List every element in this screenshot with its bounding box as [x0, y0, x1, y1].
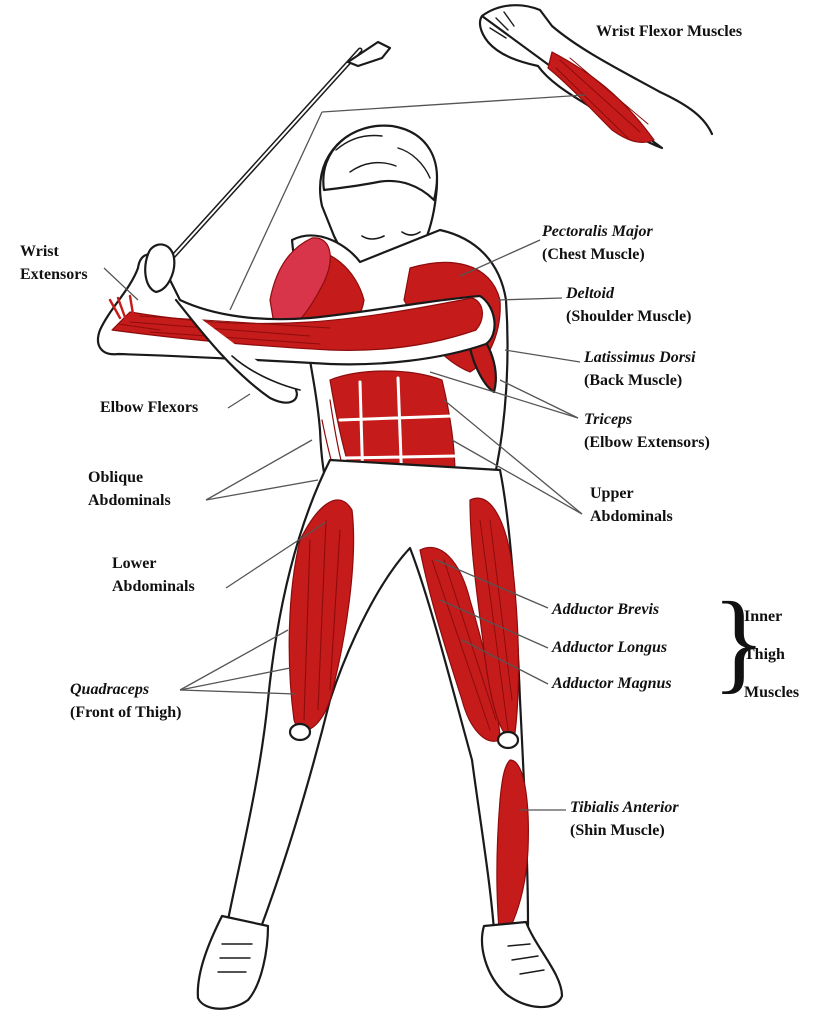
quadriceps-name: Quadraceps — [70, 678, 181, 701]
adductor-brevis-name: Adductor Brevis — [552, 598, 659, 621]
label-adductor-magnus: Adductor Magnus — [552, 672, 672, 695]
lower-abs-line2: Abdominals — [112, 575, 195, 598]
quadriceps-desc: (Front of Thigh) — [70, 701, 181, 724]
label-wrist-extensors: Wrist Extensors — [20, 240, 88, 286]
adductor-magnus-name: Adductor Magnus — [552, 672, 672, 695]
shoes — [198, 916, 562, 1009]
label-triceps: Triceps (Elbow Extensors) — [584, 408, 710, 454]
deltoid-name: Deltoid — [566, 282, 691, 305]
latissimus-desc: (Back Muscle) — [584, 369, 696, 392]
pectoralis-desc: (Chest Muscle) — [542, 243, 653, 266]
wrist-extensors-line2: Extensors — [20, 263, 88, 286]
inner-thigh-line3: Muscles — [744, 674, 799, 712]
label-tibialis-anterior: Tibialis Anterior (Shin Muscle) — [570, 796, 679, 842]
label-adductor-longus: Adductor Longus — [552, 636, 667, 659]
label-oblique-abdominals: Oblique Abdominals — [88, 466, 171, 512]
inner-thigh-line2: Thigh — [744, 636, 799, 674]
lower-abs-line1: Lower — [112, 552, 195, 575]
label-inner-thigh-muscles: Inner Thigh Muscles — [744, 598, 799, 712]
tibialis-name: Tibialis Anterior — [570, 796, 679, 819]
wrist-extensors-line1: Wrist — [20, 240, 88, 263]
latissimus-name: Latissimus Dorsi — [584, 346, 696, 369]
elbow-flexors-text: Elbow Flexors — [100, 396, 198, 419]
oblique-line2: Abdominals — [88, 489, 171, 512]
upper-abs-line2: Abdominals — [590, 505, 673, 528]
label-upper-abdominals: Upper Abdominals — [590, 482, 673, 528]
label-pectoralis-major: Pectoralis Major (Chest Muscle) — [542, 220, 653, 266]
deltoid-desc: (Shoulder Muscle) — [566, 305, 691, 328]
oblique-line1: Oblique — [88, 466, 171, 489]
label-deltoid: Deltoid (Shoulder Muscle) — [566, 282, 691, 328]
adductor-longus-name: Adductor Longus — [552, 636, 667, 659]
tibialis-desc: (Shin Muscle) — [570, 819, 679, 842]
triceps-name: Triceps — [584, 408, 710, 431]
label-elbow-flexors: Elbow Flexors — [100, 396, 198, 419]
legs — [228, 460, 528, 940]
upper-abs-line1: Upper — [590, 482, 673, 505]
inner-thigh-line1: Inner — [744, 598, 799, 636]
wrist-flexor-text: Wrist Flexor Muscles — [596, 20, 742, 43]
label-adductor-brevis: Adductor Brevis — [552, 598, 659, 621]
pectoralis-name: Pectoralis Major — [542, 220, 653, 243]
label-lower-abdominals: Lower Abdominals — [112, 552, 195, 598]
label-latissimus-dorsi: Latissimus Dorsi (Back Muscle) — [584, 346, 696, 392]
label-wrist-flexor-muscles: Wrist Flexor Muscles — [596, 20, 742, 43]
label-quadriceps: Quadraceps (Front of Thigh) — [70, 678, 181, 724]
triceps-desc: (Elbow Extensors) — [584, 431, 710, 454]
